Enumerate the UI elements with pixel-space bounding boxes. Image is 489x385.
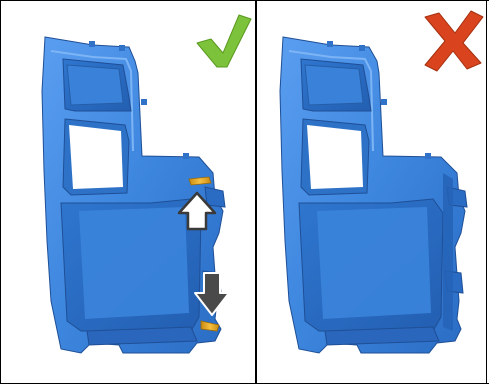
bracket-tab-2 [119, 45, 125, 51]
frame-border-right [486, 0, 487, 384]
panel-correct-illustration [1, 1, 255, 383]
frame-border-bottom [0, 383, 489, 384]
bracket-window-upper [67, 65, 123, 105]
panel-incorrect-illustration [257, 1, 486, 383]
bracket-lower-panel [317, 207, 431, 319]
bracket-tab-4 [425, 153, 431, 159]
bracket-window-opening [307, 125, 363, 189]
bracket-tab-3 [381, 99, 387, 105]
check-mark-icon [197, 15, 251, 67]
x-mark-icon [425, 11, 483, 71]
bracket-side-rim [443, 173, 453, 331]
bracket-window-upper [305, 65, 363, 105]
bracket-tab-2 [359, 45, 365, 51]
bracket-tab-3 [141, 99, 147, 105]
bracket-window-opening [69, 125, 123, 189]
bracket-part-incorrect [280, 37, 467, 353]
bracket-tab-1 [327, 41, 333, 47]
bracket-tab-4 [183, 153, 189, 159]
panel-correct [1, 1, 255, 383]
panel-incorrect [257, 1, 486, 383]
bracket-tab-1 [89, 41, 95, 47]
bracket-lower-panel [79, 207, 189, 319]
